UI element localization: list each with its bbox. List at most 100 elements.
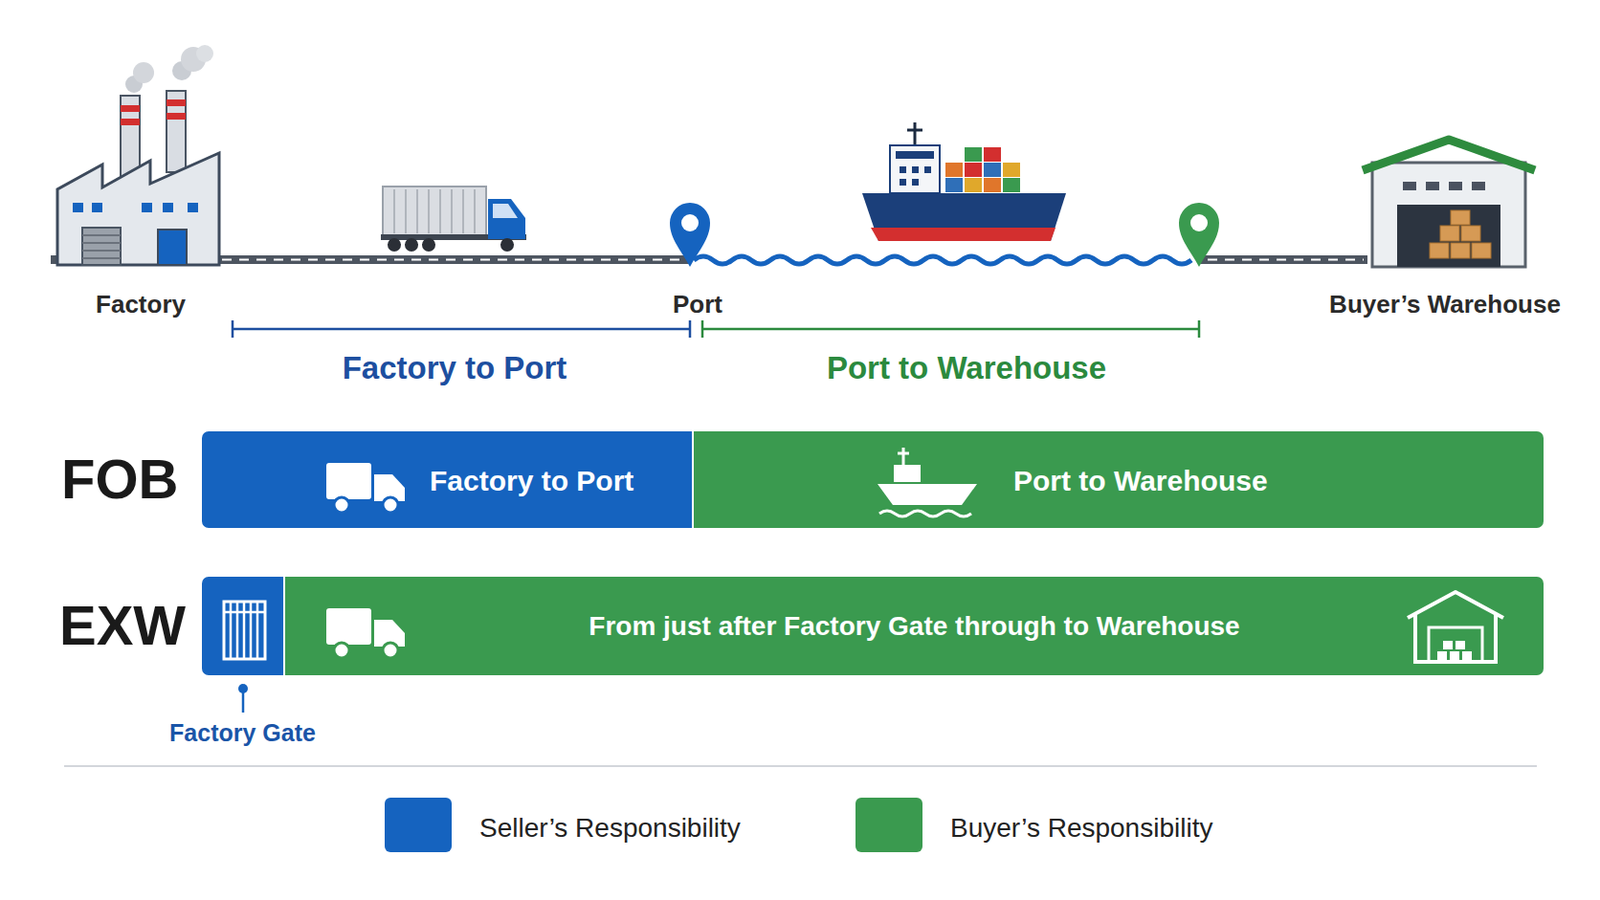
ship-illustration xyxy=(899,178,907,186)
location-label: Buyer’s Warehouse xyxy=(1329,290,1561,319)
truck-illustration xyxy=(492,203,518,219)
ship-illustration xyxy=(899,166,907,174)
ship-illustration xyxy=(911,166,919,174)
destination-pin xyxy=(1190,214,1208,232)
truck-illustration xyxy=(439,189,442,234)
span-bracket xyxy=(688,320,692,338)
ship-illustration xyxy=(924,166,932,174)
ship-illustration xyxy=(889,145,940,194)
ship-illustration xyxy=(907,129,923,133)
span-bracket xyxy=(232,328,690,332)
factory-illustration xyxy=(196,44,214,63)
road xyxy=(1207,259,1364,262)
warehouse-illustration xyxy=(1425,181,1440,191)
truck-illustration xyxy=(488,199,526,240)
ship-illustration xyxy=(911,178,919,186)
warehouse-illustration xyxy=(1448,181,1463,191)
divider-line xyxy=(64,765,1537,768)
span-bracket xyxy=(232,320,1200,338)
ship-illustration xyxy=(964,162,982,178)
road xyxy=(222,259,685,262)
factory-illustration xyxy=(82,257,121,260)
responsibility-segment: Factory Gate xyxy=(201,577,284,676)
incoterm-label: EXW xyxy=(59,595,186,657)
ship-illustration xyxy=(964,177,982,193)
warehouse-illustration xyxy=(1429,243,1449,259)
factory-illustration xyxy=(162,202,174,213)
warehouse-illustration xyxy=(1440,225,1460,242)
responsibility-segment: Factory to Port xyxy=(201,431,692,529)
factory-illustration xyxy=(187,202,199,213)
factory-illustration xyxy=(157,229,187,266)
segment-text: Factory to Port xyxy=(429,464,634,496)
factory-illustration xyxy=(166,90,186,173)
factory-illustration xyxy=(82,227,121,266)
destination-pin xyxy=(1178,202,1220,267)
warehouse-illustration xyxy=(1372,162,1526,267)
factory-illustration xyxy=(120,105,140,112)
factory-illustration xyxy=(120,95,140,178)
warehouse-illustration xyxy=(1471,181,1486,191)
segment-text: From just after Factory Gate through to … xyxy=(588,611,1240,642)
ship-illustration xyxy=(862,122,1067,242)
ship-illustration xyxy=(964,147,982,162)
road xyxy=(50,255,1368,265)
truck-illustration xyxy=(380,186,527,252)
sea-wave xyxy=(693,256,1192,265)
warehouse-illustration xyxy=(1471,243,1491,259)
incoterm-label: FOB xyxy=(61,448,178,511)
truck-illustration xyxy=(462,189,465,234)
warehouse-illustration xyxy=(1362,139,1535,171)
responsibility-segment: From just after Factory Gate through to … xyxy=(285,577,1544,676)
truck-illustration xyxy=(404,189,407,234)
ship-illustration xyxy=(870,227,1056,242)
truck-illustration xyxy=(416,189,419,234)
ship-illustration xyxy=(1002,177,1021,193)
warehouse-illustration xyxy=(1450,243,1470,259)
location-label: Factory xyxy=(95,290,186,319)
gate-label: Factory Gate xyxy=(169,720,316,748)
truck-illustration xyxy=(450,189,453,234)
segment-text: Port to Warehouse xyxy=(1013,464,1268,496)
span-bracket xyxy=(1198,320,1201,338)
legend-swatch xyxy=(855,798,923,853)
port-pin xyxy=(681,214,699,232)
truck-illustration xyxy=(382,186,487,237)
truck-illustration xyxy=(500,238,514,252)
warehouse-illustration xyxy=(1461,225,1481,242)
legend-text: Seller’s Responsibility xyxy=(479,814,741,845)
warehouse-illustration xyxy=(1450,210,1470,225)
divider-line xyxy=(64,766,1537,768)
ship-illustration xyxy=(862,193,1067,242)
truck-illustration xyxy=(473,189,476,234)
ship-illustration xyxy=(945,162,963,178)
warehouse-illustration xyxy=(1397,204,1501,267)
ship-illustration xyxy=(945,177,963,193)
factory-illustration xyxy=(166,112,186,120)
factory-illustration xyxy=(82,249,121,252)
truck-illustration xyxy=(427,189,430,234)
span-label: Factory to Port xyxy=(342,351,568,386)
legend-swatch xyxy=(384,798,452,853)
ship-illustration xyxy=(983,147,1001,162)
span-bracket xyxy=(701,320,705,338)
gate-pin xyxy=(238,684,248,713)
truck-illustration xyxy=(393,189,396,234)
location-label: Port xyxy=(672,290,723,319)
gate-pin xyxy=(242,688,245,713)
truck-illustration xyxy=(422,238,436,252)
factory-illustration xyxy=(91,202,103,213)
span-label: Port to Warehouse xyxy=(826,351,1107,386)
factory-illustration xyxy=(133,62,155,84)
factory-illustration xyxy=(82,242,121,245)
ship-illustration xyxy=(1002,162,1021,178)
span-bracket xyxy=(231,320,235,338)
truck-illustration xyxy=(387,238,401,252)
legend-text: Buyer’s Responsibility xyxy=(950,814,1213,845)
warehouse-illustration xyxy=(1362,139,1535,267)
ship-illustration xyxy=(983,162,1001,178)
factory-illustration xyxy=(57,153,220,266)
warehouse-illustration xyxy=(1402,181,1417,191)
ship-illustration xyxy=(913,122,917,146)
